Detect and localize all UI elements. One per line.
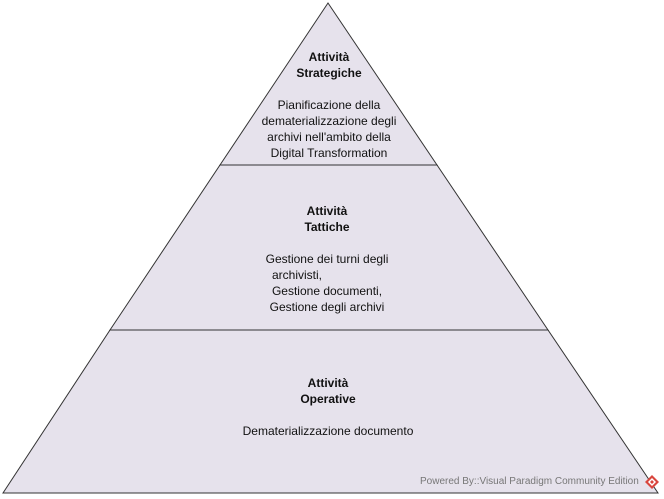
pyramid-level-operative[interactable] xyxy=(2,329,659,494)
level-tactical-title-line1: Attività xyxy=(306,204,348,218)
level-strategic-desc-line: Digital Transformation xyxy=(270,146,388,160)
level-tactical-description: Gestione dei turni degli archivisti, Ges… xyxy=(217,251,437,315)
level-strategic-desc-line: Pianificazione della xyxy=(277,98,381,112)
level-strategic-text: Attività Strategiche Pianificazione dell… xyxy=(229,49,429,161)
level-strategic-description: Pianificazione della dematerializzazione… xyxy=(229,97,429,161)
level-operative-text: Attività Operative Dematerializzazione d… xyxy=(200,375,456,439)
level-tactical-desc-line: Gestione dei turni degli xyxy=(265,252,389,266)
level-tactical-desc-line: Gestione documenti, xyxy=(271,284,383,298)
level-operative-desc-line: Dematerializzazione documento xyxy=(242,424,414,438)
level-tactical-title-line2: Tattiche xyxy=(304,220,350,234)
level-strategic-title-line2: Strategiche xyxy=(296,66,362,80)
powered-by-watermark: Powered By::Visual Paradigm Community Ed… xyxy=(420,476,639,487)
visual-paradigm-logo-icon xyxy=(645,475,659,489)
level-tactical-desc-line: Gestione degli archivi xyxy=(269,300,385,314)
level-strategic-title: Attività Strategiche xyxy=(229,49,429,81)
level-tactical-text: Attività Tattiche Gestione dei turni deg… xyxy=(217,203,437,315)
level-strategic-title-line1: Attività xyxy=(308,50,350,64)
level-operative-title-line2: Operative xyxy=(300,392,356,406)
level-strategic-desc-line: dematerializzazione degli xyxy=(261,114,397,128)
level-operative-title: Attività Operative xyxy=(200,375,456,407)
level-tactical-desc-line: archivisti, xyxy=(271,268,322,282)
level-strategic-desc-line: archivi nell'ambito della xyxy=(267,130,391,144)
level-tactical-title: Attività Tattiche xyxy=(217,203,437,235)
level-operative-title-line1: Attività xyxy=(307,376,349,390)
level-operative-description: Dematerializzazione documento xyxy=(200,423,456,439)
